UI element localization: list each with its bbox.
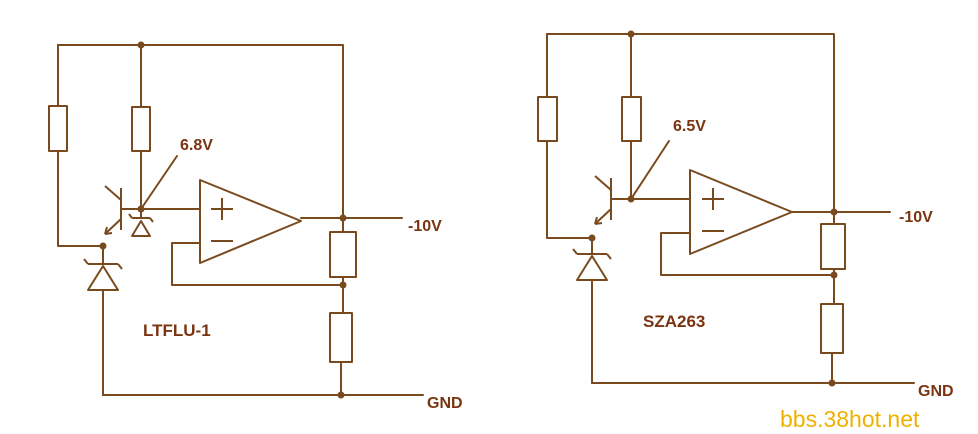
right-transistor-collector bbox=[594, 175, 612, 191]
right-feedback-wire bbox=[660, 232, 835, 276]
left-voltage-pointer bbox=[140, 155, 178, 210]
left-resistor-1 bbox=[48, 105, 68, 152]
site-watermark: bbs.38hot.net bbox=[780, 406, 920, 432]
left-opamp bbox=[199, 179, 302, 264]
left-opamp-plus bbox=[211, 198, 233, 220]
right-opamp bbox=[689, 169, 793, 255]
right-zener-body bbox=[576, 255, 608, 281]
right-top-rail bbox=[546, 33, 835, 213]
left-transistor-emitter bbox=[104, 218, 122, 235]
right-output-label: -10V bbox=[899, 209, 933, 226]
right-circuit-name: SZA263 bbox=[643, 312, 705, 331]
left-feedback-wire bbox=[171, 242, 344, 286]
left-top-rail bbox=[57, 44, 344, 219]
right-junction-ground bbox=[828, 379, 836, 387]
left-junction-emitter bbox=[99, 242, 107, 250]
left-branch-wire-b bbox=[57, 150, 104, 247]
left-transistor-emitter-arrow bbox=[104, 226, 113, 235]
right-resistor-2 bbox=[621, 96, 642, 142]
right-opamp-plus bbox=[702, 188, 724, 210]
right-zener-voltage-label: 6.5V bbox=[673, 118, 706, 135]
right-circuit: 6.5V -10V GND SZA263 bbox=[537, 30, 954, 400]
left-zener-voltage-label: 6.8V bbox=[180, 137, 213, 154]
left-resistor-4 bbox=[329, 312, 353, 363]
right-resistor-4 bbox=[820, 303, 844, 354]
left-circuit: 6.8V -10V GND LTFLU-1 bbox=[48, 41, 463, 412]
right-ground-label: GND bbox=[918, 383, 954, 400]
right-transistor-emitter-arrow bbox=[594, 216, 603, 225]
right-junction-feedback bbox=[830, 271, 838, 279]
left-output-label: -10V bbox=[408, 218, 442, 235]
left-resistor-3 bbox=[329, 231, 357, 278]
left-circuit-name: LTFLU-1 bbox=[143, 321, 211, 340]
right-resistor-1 bbox=[537, 96, 558, 142]
left-small-zener-body bbox=[131, 220, 151, 237]
right-transistor-emitter bbox=[594, 208, 612, 225]
right-zener-bar bbox=[572, 248, 612, 260]
right-resistor-3 bbox=[820, 223, 846, 270]
left-zener-body bbox=[87, 265, 119, 291]
left-junction-top bbox=[137, 41, 145, 49]
right-voltage-pointer bbox=[630, 140, 670, 200]
left-junction-feedback bbox=[339, 281, 347, 289]
left-zener-bar bbox=[83, 258, 123, 270]
right-branch-wire-b bbox=[546, 140, 593, 239]
right-junction-emitter bbox=[588, 234, 596, 242]
left-resistor-2 bbox=[131, 106, 151, 152]
left-junction-ground bbox=[337, 391, 345, 399]
right-junction-top bbox=[627, 30, 635, 38]
left-ground-label: GND bbox=[427, 395, 463, 412]
left-transistor-collector bbox=[104, 185, 122, 201]
